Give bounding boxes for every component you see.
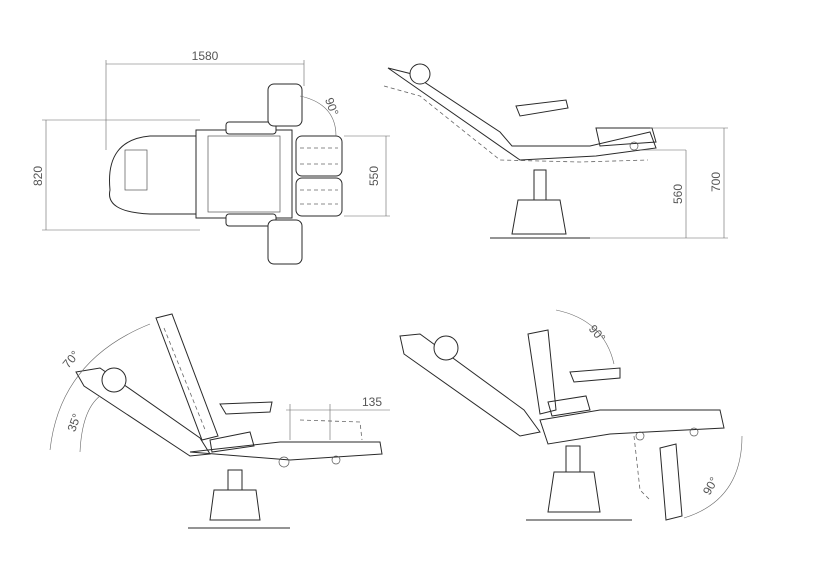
label-leg-angle-90: 90° <box>700 474 721 497</box>
label-seat-width-550: 550 <box>367 166 381 186</box>
label-armrest-angle-90: 90° <box>322 96 341 118</box>
label-leg-extension-135: 135 <box>362 395 382 409</box>
side-view-leg <box>399 309 743 521</box>
label-recline-35: 35° <box>65 412 84 434</box>
top-view <box>42 60 390 265</box>
label-length-1580: 1580 <box>192 49 219 63</box>
label-recline-70: 70° <box>60 348 83 371</box>
side-view-height <box>383 63 728 239</box>
label-min-height-560: 560 <box>671 184 685 204</box>
side-view-backrest <box>49 313 390 529</box>
label-width-820: 820 <box>31 166 45 186</box>
label-max-height-700: 700 <box>709 172 723 192</box>
